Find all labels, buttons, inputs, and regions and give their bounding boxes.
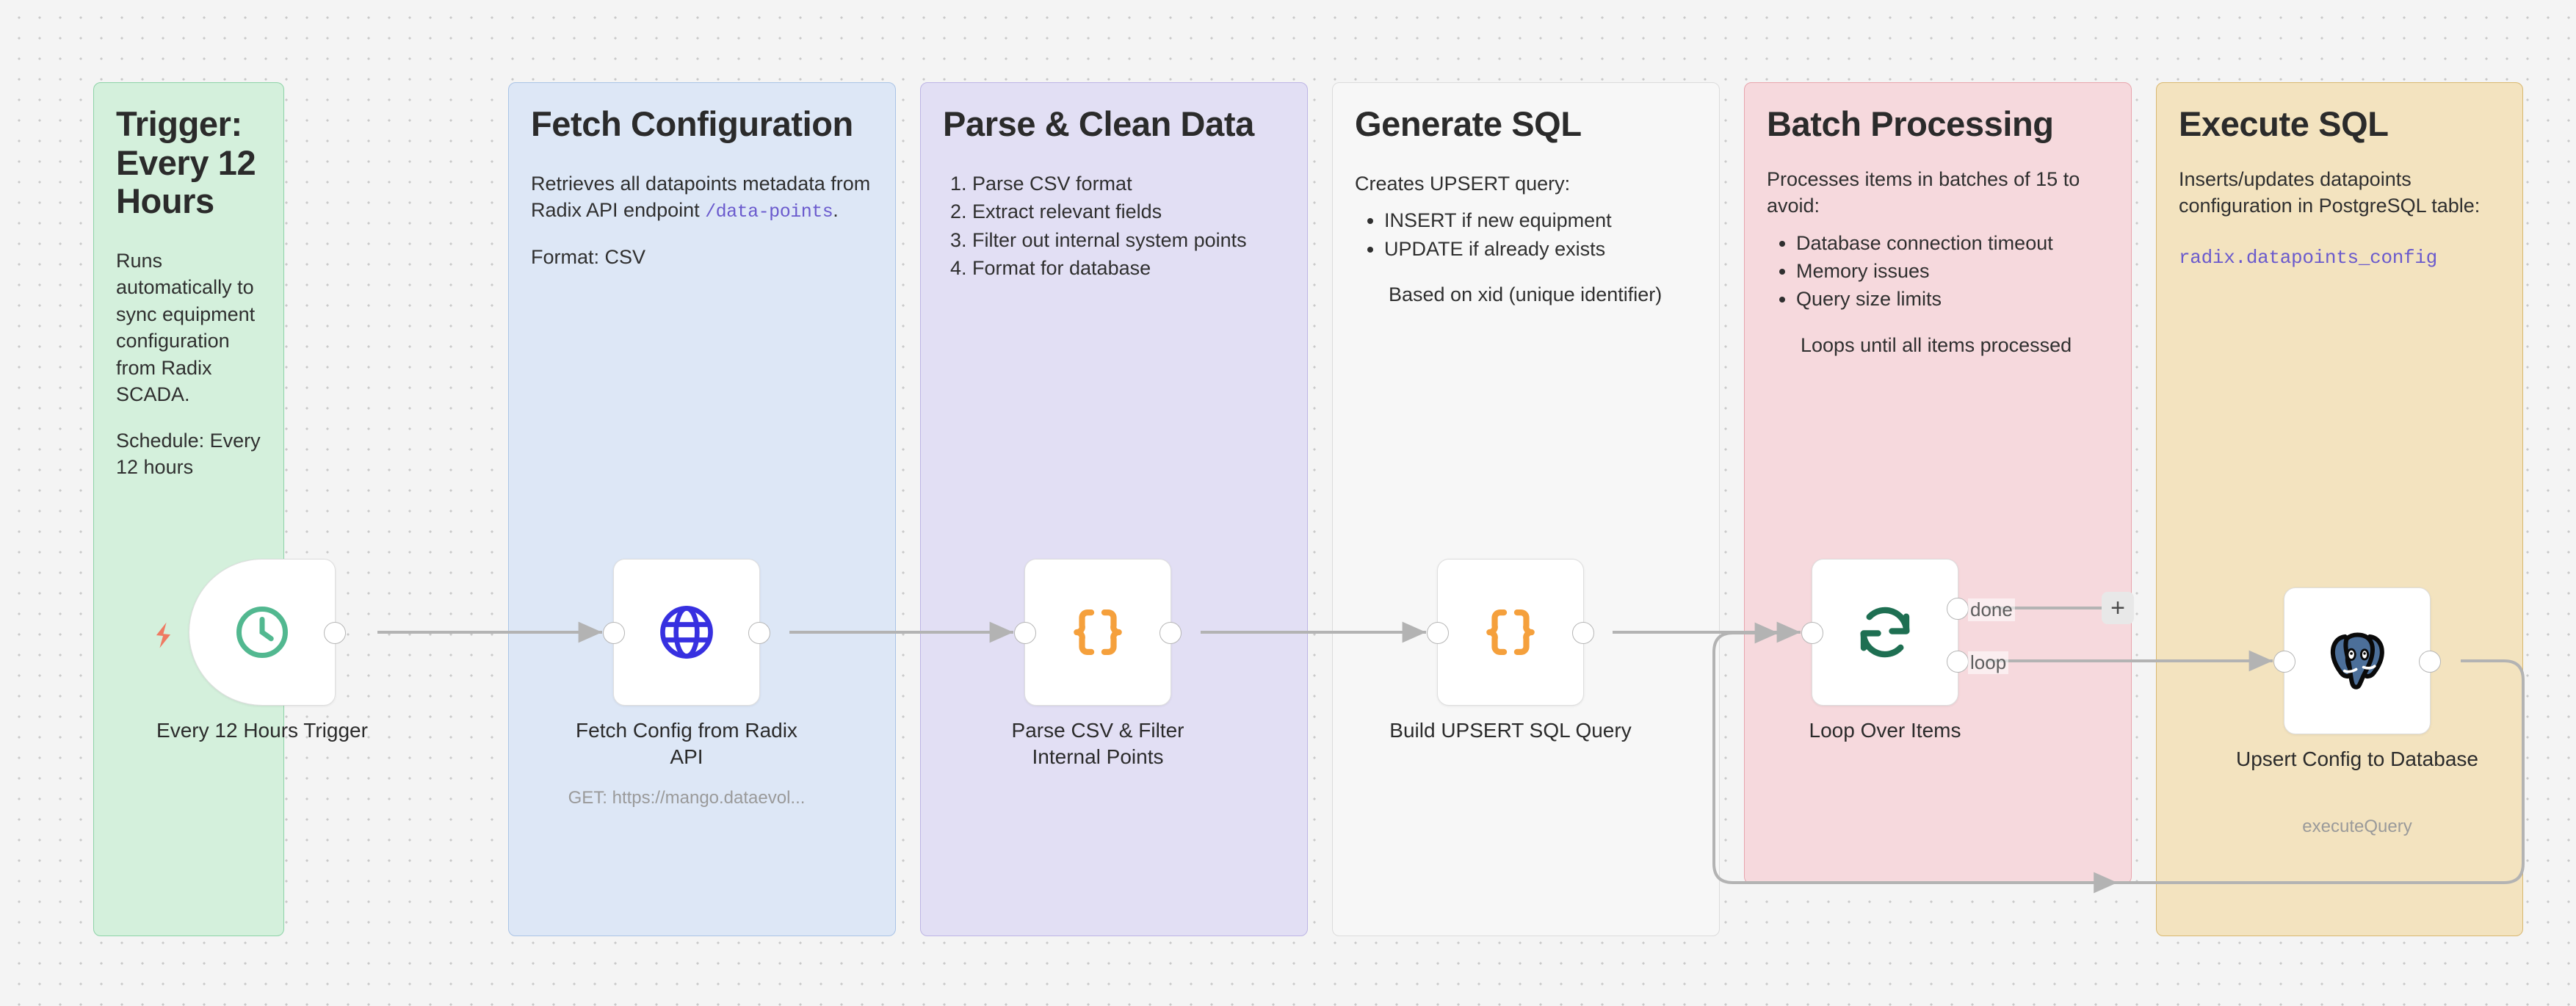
node-upsert-config-to-database[interactable]: Upsert Config to Database executeQuery [2236, 587, 2478, 836]
sticky-paragraph: Inserts/updates datapoints configuration… [2179, 167, 2481, 217]
list-item: Format for database [972, 255, 1285, 281]
node-body[interactable] [2273, 587, 2441, 734]
node-body[interactable] [1427, 559, 1594, 706]
node-input-port[interactable] [1801, 622, 1823, 644]
node-build-upsert-sql-query[interactable]: Build UPSERT SQL Query [1389, 559, 1632, 742]
node-label: Every 12 Hours Trigger [156, 719, 368, 742]
loop-refresh-icon [1860, 607, 1910, 658]
sticky-paragraph: Processes items in batches of 15 to avoi… [1767, 167, 2080, 217]
sticky-paragraph: Creates UPSERT query: [1355, 172, 1571, 195]
sticky-note-fetch[interactable]: Fetch Configuration Retrieves all datapo… [508, 82, 896, 936]
sticky-note-trigger[interactable]: Trigger: Every 12 Hours Runs automatical… [93, 82, 284, 936]
node-label: Build UPSERT SQL Query [1389, 719, 1632, 742]
globe-icon [660, 606, 713, 659]
node-label: Loop Over Items [1809, 719, 1961, 742]
node-body[interactable] [1014, 559, 1182, 706]
list-item: Database connection timeout [1796, 230, 2109, 256]
node-input-port[interactable] [1427, 622, 1449, 644]
sticky-title: Generate SQL [1355, 104, 1582, 143]
endpoint-code: /data-points [705, 201, 833, 223]
code-braces-icon [1074, 609, 1122, 655]
node-subtitle: executeQuery [2302, 817, 2412, 836]
sticky-paragraph: Based on xid (unique identifier) [1389, 283, 1663, 305]
code-braces-icon [1486, 609, 1535, 655]
list-item: Query size limits [1796, 286, 2109, 312]
node-output-port[interactable] [2419, 651, 2441, 673]
sticky-paragraph: Runs automatically to sync equipment con… [116, 249, 256, 406]
trigger-bolt-icon [147, 617, 179, 655]
sticky-note-execute[interactable]: Execute SQL Inserts/updates datapoints c… [2156, 82, 2523, 936]
node-label: Parse CSV & Filter Internal Points [1011, 719, 1184, 768]
lightning-bolt-icon [156, 622, 171, 648]
port-label-done: done [1968, 598, 2015, 621]
sql-bullets-list: INSERT if new equipment UPDATE if alread… [1384, 207, 1697, 262]
node-input-port[interactable] [1014, 622, 1036, 644]
clock-icon [236, 607, 288, 658]
port-label-loop: loop [1968, 651, 2009, 674]
parse-steps-list: Parse CSV format Extract relevant fields… [972, 170, 1285, 282]
node-input-port[interactable] [2273, 651, 2295, 673]
postgresql-elephant-icon [2330, 632, 2384, 690]
sticky-title: Fetch Configuration [531, 104, 853, 143]
sticky-paragraph: Schedule: Every 12 hours [116, 429, 261, 478]
sticky-paragraph: Retrieves all datapoints metadata from R… [531, 170, 873, 225]
node-output-port[interactable] [1159, 622, 1182, 644]
add-node-button[interactable]: + [2102, 592, 2134, 624]
node-body[interactable]: done loop [1801, 559, 2015, 706]
sticky-paragraph: Loops until all items processed [1801, 333, 2072, 356]
table-name-code: radix.datapoints_config [2179, 246, 2437, 269]
sticky-paragraph: Format: CSV [531, 245, 646, 268]
sticky-title: Parse & Clean Data [943, 104, 1254, 143]
list-item: UPDATE if already exists [1384, 236, 1697, 262]
node-fetch-config-from-radix-api[interactable]: Fetch Config from Radix API GET: https:/… [568, 559, 805, 808]
node-input-port[interactable] [603, 622, 625, 644]
list-item: Memory issues [1796, 258, 2109, 284]
sticky-note-parse[interactable]: Parse & Clean Data Parse CSV format Extr… [920, 82, 1308, 936]
node-loop-over-items[interactable]: done loop Loop Over Items [1801, 559, 2015, 742]
sticky-title: Batch Processing [1767, 104, 2054, 143]
list-item: INSERT if new equipment [1384, 207, 1697, 234]
list-item: Filter out internal system points [972, 227, 1285, 253]
node-parse-csv-filter-internal-points[interactable]: Parse CSV & Filter Internal Points [1012, 559, 1184, 768]
node-output-port-loop[interactable] [1947, 651, 1969, 673]
node-output-port[interactable] [748, 622, 770, 644]
sticky-title: Execute SQL [2179, 104, 2389, 143]
node-body[interactable] [603, 559, 770, 706]
node-output-port[interactable] [1572, 622, 1594, 644]
sticky-text-run: Retrieves all datapoints metadata from R… [531, 172, 871, 222]
node-output-port-done[interactable] [1947, 598, 1969, 620]
sticky-text-run: . [833, 199, 839, 222]
sticky-title: Trigger: Every 12 Hours [116, 104, 256, 221]
node-every-12-hours-trigger[interactable]: Every 12 Hours Trigger [156, 559, 368, 742]
node-body[interactable] [189, 559, 346, 706]
node-label: Fetch Config from Radix API [576, 719, 797, 768]
sticky-note-generate-sql[interactable]: Generate SQL Creates UPSERT query: INSER… [1332, 82, 1720, 936]
node-label: Upsert Config to Database [2236, 748, 2478, 770]
batch-bullets-list: Database connection timeout Memory issue… [1796, 230, 2109, 313]
list-item: Extract relevant fields [972, 198, 1285, 225]
node-output-port[interactable] [324, 622, 346, 644]
node-subtitle: GET: https://mango.dataevol... [568, 788, 806, 808]
sticky-note-batch[interactable]: Batch Processing Processes items in batc… [1744, 82, 2132, 884]
list-item: Parse CSV format [972, 170, 1285, 197]
